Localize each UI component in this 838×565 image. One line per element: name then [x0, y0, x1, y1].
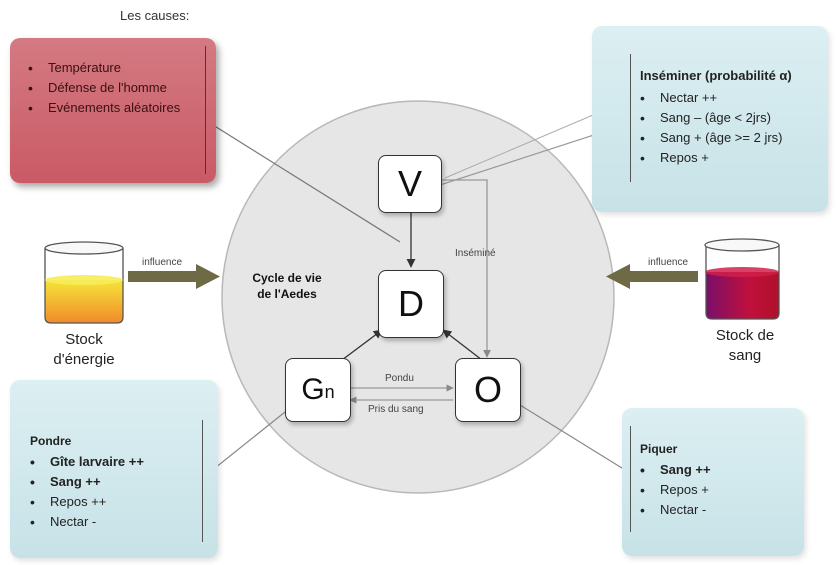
- node-gn-main: G: [301, 373, 325, 406]
- node-v: V: [378, 155, 442, 213]
- pondre-panel: Pondre Gîte larvaire ++ Sang ++ Repos ++…: [10, 380, 218, 558]
- piquer-item-sang: Sang ++: [638, 460, 798, 480]
- left-influence-label: influence: [142, 257, 183, 268]
- pondre-panel-divider: [202, 420, 203, 542]
- pondre-item-sang: Sang ++: [28, 472, 198, 492]
- right-influence-arrow: [606, 264, 698, 289]
- piquer-item-repos: Repos +: [638, 480, 798, 500]
- blood-stock-line1: Stock de: [715, 327, 775, 344]
- inseminer-panel-divider: [630, 54, 631, 182]
- piquer-panel: Piquer Sang ++ Repos + Nectar -: [622, 408, 804, 556]
- causes-panel-divider: [205, 46, 206, 174]
- node-o: O: [455, 358, 521, 422]
- edge-label-insemine: Inséminé: [455, 248, 496, 259]
- inseminer-panel: Inséminer (probabilité α) Nectar ++ Sang…: [592, 26, 828, 212]
- piquer-title: Piquer: [640, 442, 678, 456]
- causes-item-defense: Défense de l'homme: [26, 78, 196, 98]
- piquer-connector-line: [519, 404, 631, 474]
- causes-item-temperature: Température: [26, 58, 196, 78]
- inseminer-list: Nectar ++ Sang – (âge < 2jrs) Sang + (âg…: [638, 88, 823, 168]
- energy-stock-line1: Stock: [65, 331, 103, 348]
- cycle-label-line2: de l'Aedes: [257, 287, 317, 301]
- pondre-item-gite: Gîte larvaire ++: [28, 452, 198, 472]
- energy-stock-label: Stock d'énergie: [34, 330, 134, 370]
- piquer-list: Sang ++ Repos + Nectar -: [638, 460, 798, 520]
- blood-stock-line2: sang: [728, 347, 762, 364]
- pondre-item-nectar: Nectar -: [28, 512, 198, 532]
- arrow-o-to-d: [442, 329, 483, 361]
- causes-item-evenements: Evénements aléatoires: [26, 98, 196, 118]
- edge-label-pris-du-sang: Pris du sang: [368, 404, 424, 415]
- arrow-gn-to-d: [341, 329, 383, 361]
- pondre-list: Gîte larvaire ++ Sang ++ Repos ++ Nectar…: [28, 452, 198, 532]
- piquer-panel-divider: [630, 426, 631, 532]
- arrow-v-to-o-insemine: [440, 179, 491, 358]
- blood-beaker: [704, 238, 780, 320]
- inseminer-title: Inséminer (probabilité α): [640, 68, 792, 83]
- node-d: D: [378, 270, 444, 338]
- energy-stock-line2: d'énergie: [53, 351, 115, 368]
- inseminer-item-sang-moins: Sang – (âge < 2jrs): [638, 108, 823, 128]
- node-gn-sub: n: [324, 381, 335, 402]
- causes-connector-line: [204, 119, 401, 243]
- piquer-item-nectar: Nectar -: [638, 500, 798, 520]
- cycle-label-line1: Cycle de vie: [252, 271, 322, 285]
- inseminer-item-nectar: Nectar ++: [638, 88, 823, 108]
- inseminer-item-sang-plus: Sang + (âge >= 2 jrs): [638, 128, 823, 148]
- causes-list: Température Défense de l'homme Evénement…: [26, 58, 196, 118]
- right-influence-label: influence: [648, 257, 689, 268]
- pondre-title: Pondre: [30, 434, 72, 448]
- energy-beaker: [44, 241, 124, 324]
- inseminer-item-repos: Repos +: [638, 148, 823, 168]
- causes-panel: Température Défense de l'homme Evénement…: [10, 38, 216, 183]
- edge-label-pondu: Pondu: [385, 373, 414, 384]
- cycle-label: Cycle de vie de l'Aedes: [232, 270, 342, 302]
- blood-stock-label: Stock de sang: [695, 326, 795, 366]
- causes-title: Les causes:: [120, 8, 190, 23]
- left-influence-arrow: [128, 264, 220, 289]
- pondre-item-repos: Repos ++: [28, 492, 198, 512]
